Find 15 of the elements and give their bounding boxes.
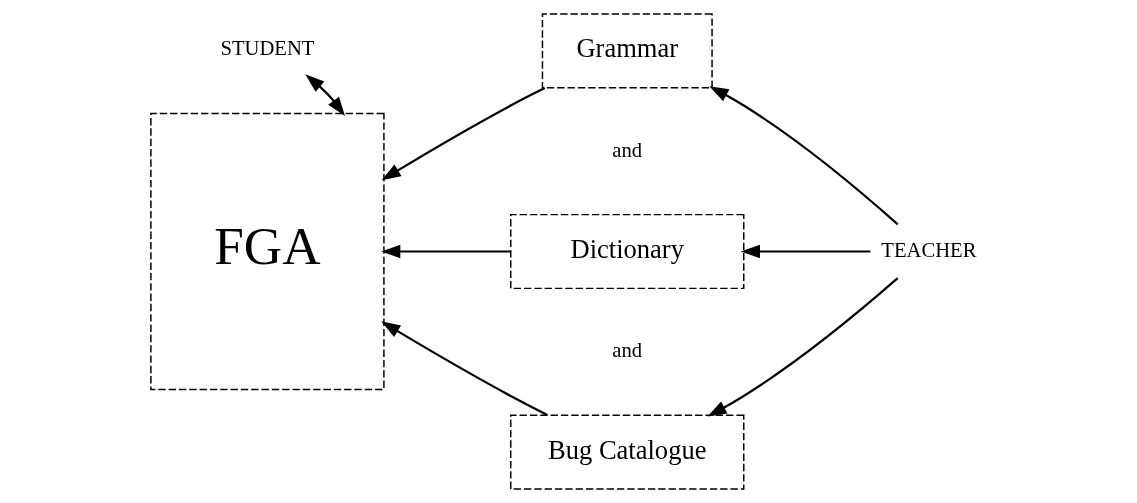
arrow [381,87,545,181]
arrow [380,321,548,416]
arrow [708,86,899,226]
arrow [706,277,898,417]
label: and [611,339,642,362]
node-box: Grammar [541,13,713,89]
node-box: Bug Catalogue [509,414,744,490]
node-box: Dictionary [509,213,744,290]
arrow [380,244,510,259]
node-text: TEACHER [880,238,976,261]
node-text: STUDENT [219,36,314,59]
arrow [304,74,345,117]
label: and [611,138,642,161]
arrow [740,244,870,259]
node-box: FGA [149,112,385,391]
